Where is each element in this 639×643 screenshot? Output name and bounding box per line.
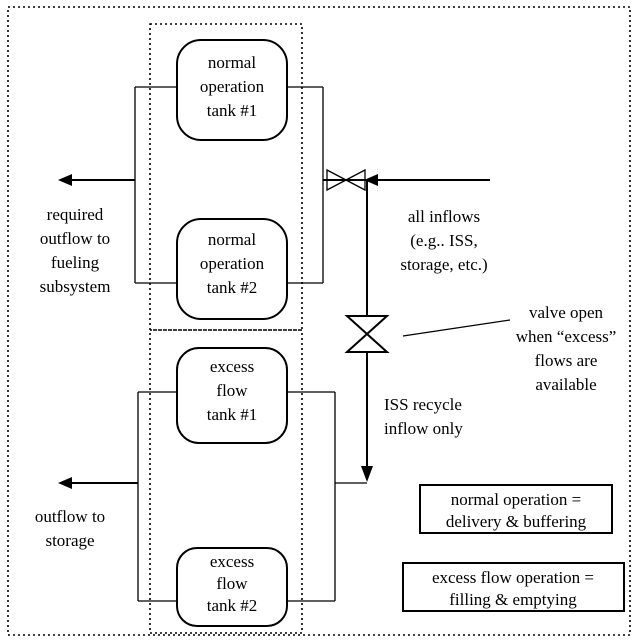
excess-loop-lines bbox=[66, 391, 367, 602]
tank-excess-1-line-3: tank #1 bbox=[207, 405, 258, 424]
normal-group-frame bbox=[149, 23, 303, 331]
excess-valve bbox=[344, 315, 390, 353]
tank-excess-2-line-3: tank #2 bbox=[207, 596, 258, 615]
all-inflows-line-2: (e.g.. ISS, bbox=[410, 231, 478, 250]
required-outflow-line-1: required bbox=[47, 205, 104, 224]
tank-excess-2-line-2: flow bbox=[216, 574, 248, 593]
recycle-arrowhead bbox=[361, 466, 373, 482]
iss-recycle-line-2: inflow only bbox=[384, 419, 463, 438]
tank-excess-1-line-2: flow bbox=[216, 381, 248, 400]
required-outflow-line-3: fueling bbox=[51, 253, 100, 272]
valve-note-line-1: valve open bbox=[529, 303, 604, 322]
tank-normal-1-line-2: operation bbox=[200, 77, 265, 96]
tank-excess-1-line-1: excess bbox=[210, 357, 254, 376]
outflow-storage-line-1: outflow to bbox=[35, 507, 105, 526]
all-inflows-line-3: storage, etc.) bbox=[400, 255, 487, 274]
tank-normal-2-line-3: tank #2 bbox=[207, 278, 258, 297]
legend-excess-line-1: excess flow operation = bbox=[432, 568, 594, 587]
outflow-fueling-arrowhead bbox=[58, 174, 72, 186]
valve-note-line-2: when “excess” bbox=[516, 327, 617, 346]
tank-normal-1-line-3: tank #1 bbox=[207, 101, 258, 120]
outer-frame bbox=[7, 6, 631, 636]
iss-recycle-line-1: ISS recycle bbox=[384, 395, 462, 414]
legend-normal-line-1: normal operation = bbox=[451, 490, 581, 509]
required-outflow-line-4: subsystem bbox=[40, 277, 111, 296]
legend-excess-line-2: filling & emptying bbox=[449, 590, 577, 609]
tank-excess-2: excess flow tank #2 bbox=[176, 547, 288, 627]
iss-recycle-label: ISS recycle inflow only bbox=[384, 395, 463, 438]
normal-loop-lines bbox=[66, 86, 490, 284]
tank-normal-2: normal operation tank #2 bbox=[176, 218, 288, 320]
outflow-storage-line-2: storage bbox=[45, 531, 94, 550]
all-inflows-label: all inflows (e.g.. ISS, storage, etc.) bbox=[400, 207, 487, 274]
valve-note-leader bbox=[402, 319, 511, 337]
tank-normal-1-line-1: normal bbox=[208, 53, 256, 72]
valve-note-line-4: available bbox=[535, 375, 596, 394]
inflow-valve bbox=[326, 168, 366, 192]
required-outflow-label: required outflow to fueling subsystem bbox=[40, 205, 111, 296]
tank-normal-2-line-1: normal bbox=[208, 230, 256, 249]
tank-excess-1: excess flow tank #1 bbox=[176, 347, 288, 444]
tank-normal-1: normal operation tank #1 bbox=[176, 39, 288, 141]
inflow-arrowhead bbox=[364, 174, 378, 186]
excess-group-frame bbox=[149, 329, 303, 634]
outflow-storage-label: outflow to storage bbox=[35, 507, 105, 550]
legend-excess-operation: excess flow operation = filling & emptyi… bbox=[402, 562, 625, 612]
outflow-storage-arrowhead bbox=[58, 477, 72, 489]
all-inflows-line-1: all inflows bbox=[408, 207, 480, 226]
valve-note-label: valve open when “excess” flows are avail… bbox=[516, 303, 617, 394]
required-outflow-line-2: outflow to bbox=[40, 229, 110, 248]
legend-normal-operation: normal operation = delivery & buffering bbox=[419, 484, 613, 534]
tank-normal-2-line-2: operation bbox=[200, 254, 265, 273]
tank-excess-2-line-1: excess bbox=[210, 552, 254, 571]
valve-note-line-3: flows are bbox=[535, 351, 598, 370]
legend-normal-line-2: delivery & buffering bbox=[446, 512, 587, 531]
